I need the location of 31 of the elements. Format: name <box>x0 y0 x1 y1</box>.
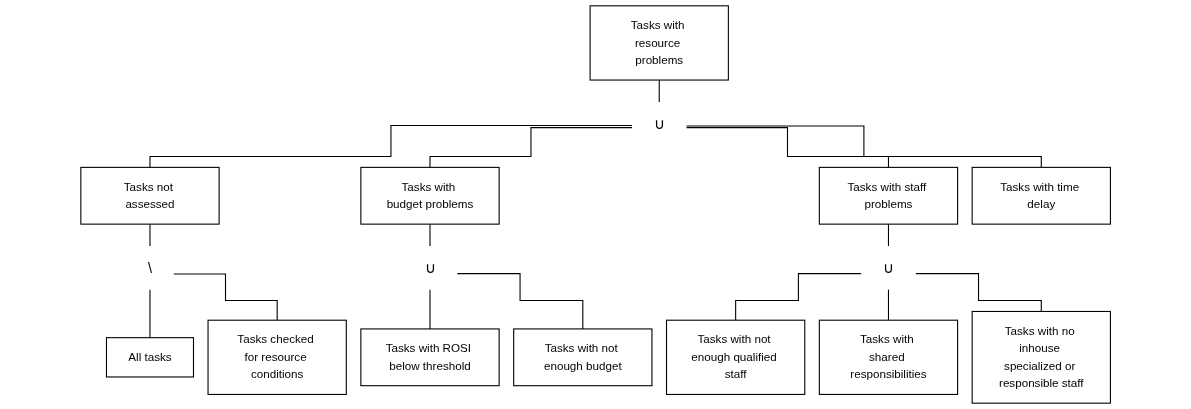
node-box: Tasks checked for resource conditions <box>207 319 347 395</box>
node-box: All tasks <box>105 337 194 378</box>
connector <box>685 125 1042 168</box>
node-text: \ <box>147 259 152 276</box>
node-box: Tasks with time delay <box>971 166 1111 225</box>
connector <box>658 79 660 103</box>
connector <box>685 127 889 168</box>
node-box: Tasks with resource problems <box>589 5 729 81</box>
connector <box>173 273 278 321</box>
connector <box>456 273 584 330</box>
node-box: Tasks not assessed <box>80 166 220 225</box>
connector <box>429 223 431 247</box>
node-box: Tasks with not enough budget <box>513 328 653 387</box>
connector <box>915 273 1042 312</box>
connector <box>429 289 431 330</box>
connector <box>149 124 633 168</box>
node-text: ∪ <box>653 115 665 132</box>
connector <box>429 127 633 168</box>
connector <box>734 273 862 321</box>
connector <box>887 289 889 321</box>
node-box: Tasks with ROSI below threshold <box>360 328 500 387</box>
node-box: Tasks with shared responsibilities <box>818 319 958 395</box>
node-box: Tasks with not enough qualified staff <box>665 319 806 395</box>
connector <box>149 289 151 339</box>
connector <box>887 223 889 247</box>
node-box: Tasks with budget problems <box>360 166 500 225</box>
node-text: ∪ <box>882 259 894 276</box>
node-box: Tasks with staff problems <box>818 166 958 225</box>
node-text: ∪ <box>424 259 436 276</box>
node-box: Tasks with no inhouse specialized or responsible staff <box>971 310 1111 404</box>
connector <box>149 223 151 247</box>
